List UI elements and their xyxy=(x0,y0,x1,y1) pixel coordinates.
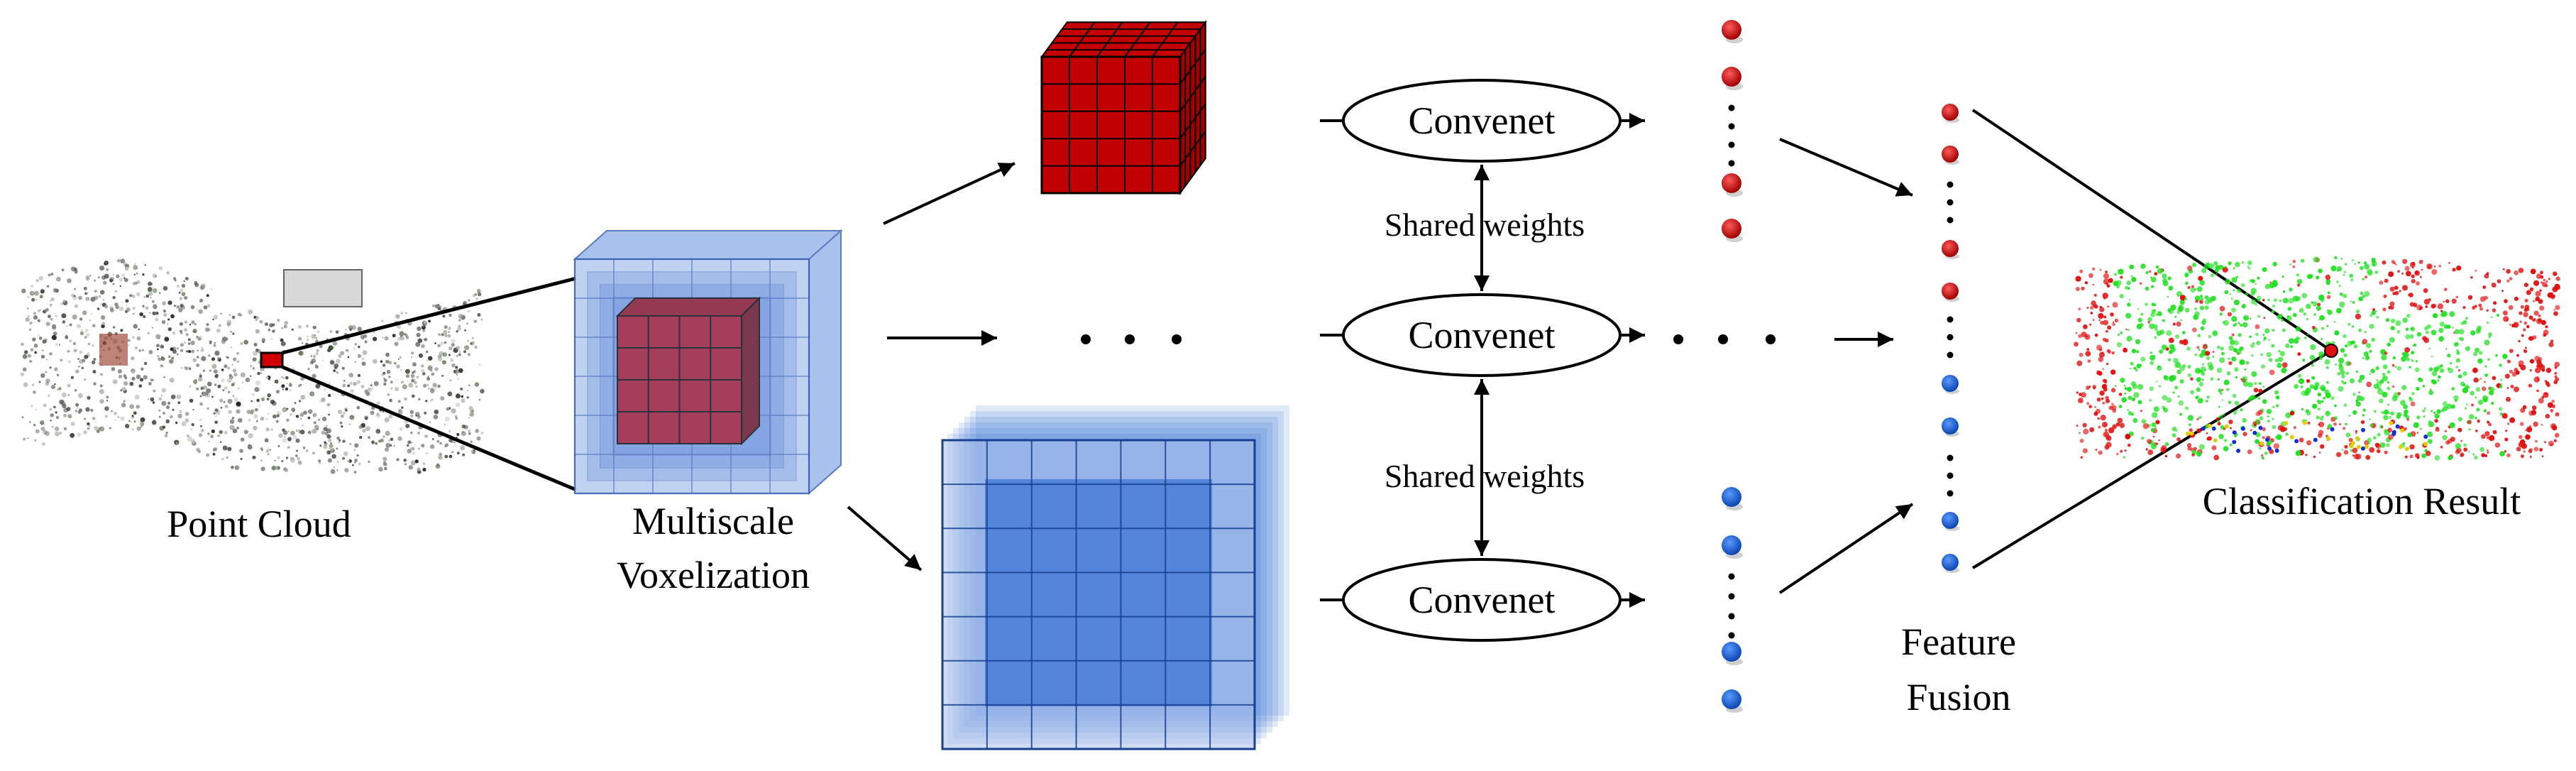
shared-weights-label-top: Shared weights xyxy=(1385,207,1585,243)
arrow-red-to-fusion xyxy=(1779,138,1913,197)
classification-result-label: Classification Result xyxy=(2203,480,2521,523)
mid-feature-ellipsis xyxy=(1673,334,1776,344)
classified-point-marker xyxy=(2324,344,2338,358)
multiscale-voxel-cube xyxy=(573,229,843,496)
feature-fusion-label-line1: Feature xyxy=(1901,620,2016,663)
multiscale-label-line1: Multiscale xyxy=(632,500,794,542)
convenet-top-label: Convenet xyxy=(1409,99,1556,142)
shared-weights-label-bottom: Shared weights xyxy=(1385,458,1585,494)
convenet-mid-label: Convenet xyxy=(1409,314,1556,356)
convenet-bottom-label: Convenet xyxy=(1409,579,1556,621)
fusion-to-result-line-top xyxy=(1971,109,2333,352)
classification-result-image xyxy=(2074,256,2561,461)
zoom-line-top xyxy=(282,276,577,355)
zoom-line-bottom xyxy=(282,365,577,492)
point-cloud-image xyxy=(20,258,485,474)
point-cloud-label: Point Cloud xyxy=(167,503,351,545)
arrow-to-large-scale xyxy=(847,505,923,572)
arrow-blue-to-fusion xyxy=(1778,503,1914,594)
fusion-to-result-line-bottom xyxy=(1971,349,2333,569)
large-scale-voxel-grid xyxy=(941,405,1289,750)
feature-fusion-label-line2: Fusion xyxy=(1906,676,2010,718)
small-scale-voxel-grid xyxy=(1040,20,1207,196)
arrow-to-small-scale xyxy=(883,162,1015,225)
fused-feature-vector xyxy=(1942,104,1959,573)
feature-vector-red xyxy=(1722,20,1743,242)
selected-voxel-marker xyxy=(260,351,284,368)
mid-scale-ellipsis xyxy=(1081,334,1182,344)
feature-vector-blue xyxy=(1722,487,1743,713)
multiscale-label-line2: Voxelization xyxy=(617,554,810,596)
